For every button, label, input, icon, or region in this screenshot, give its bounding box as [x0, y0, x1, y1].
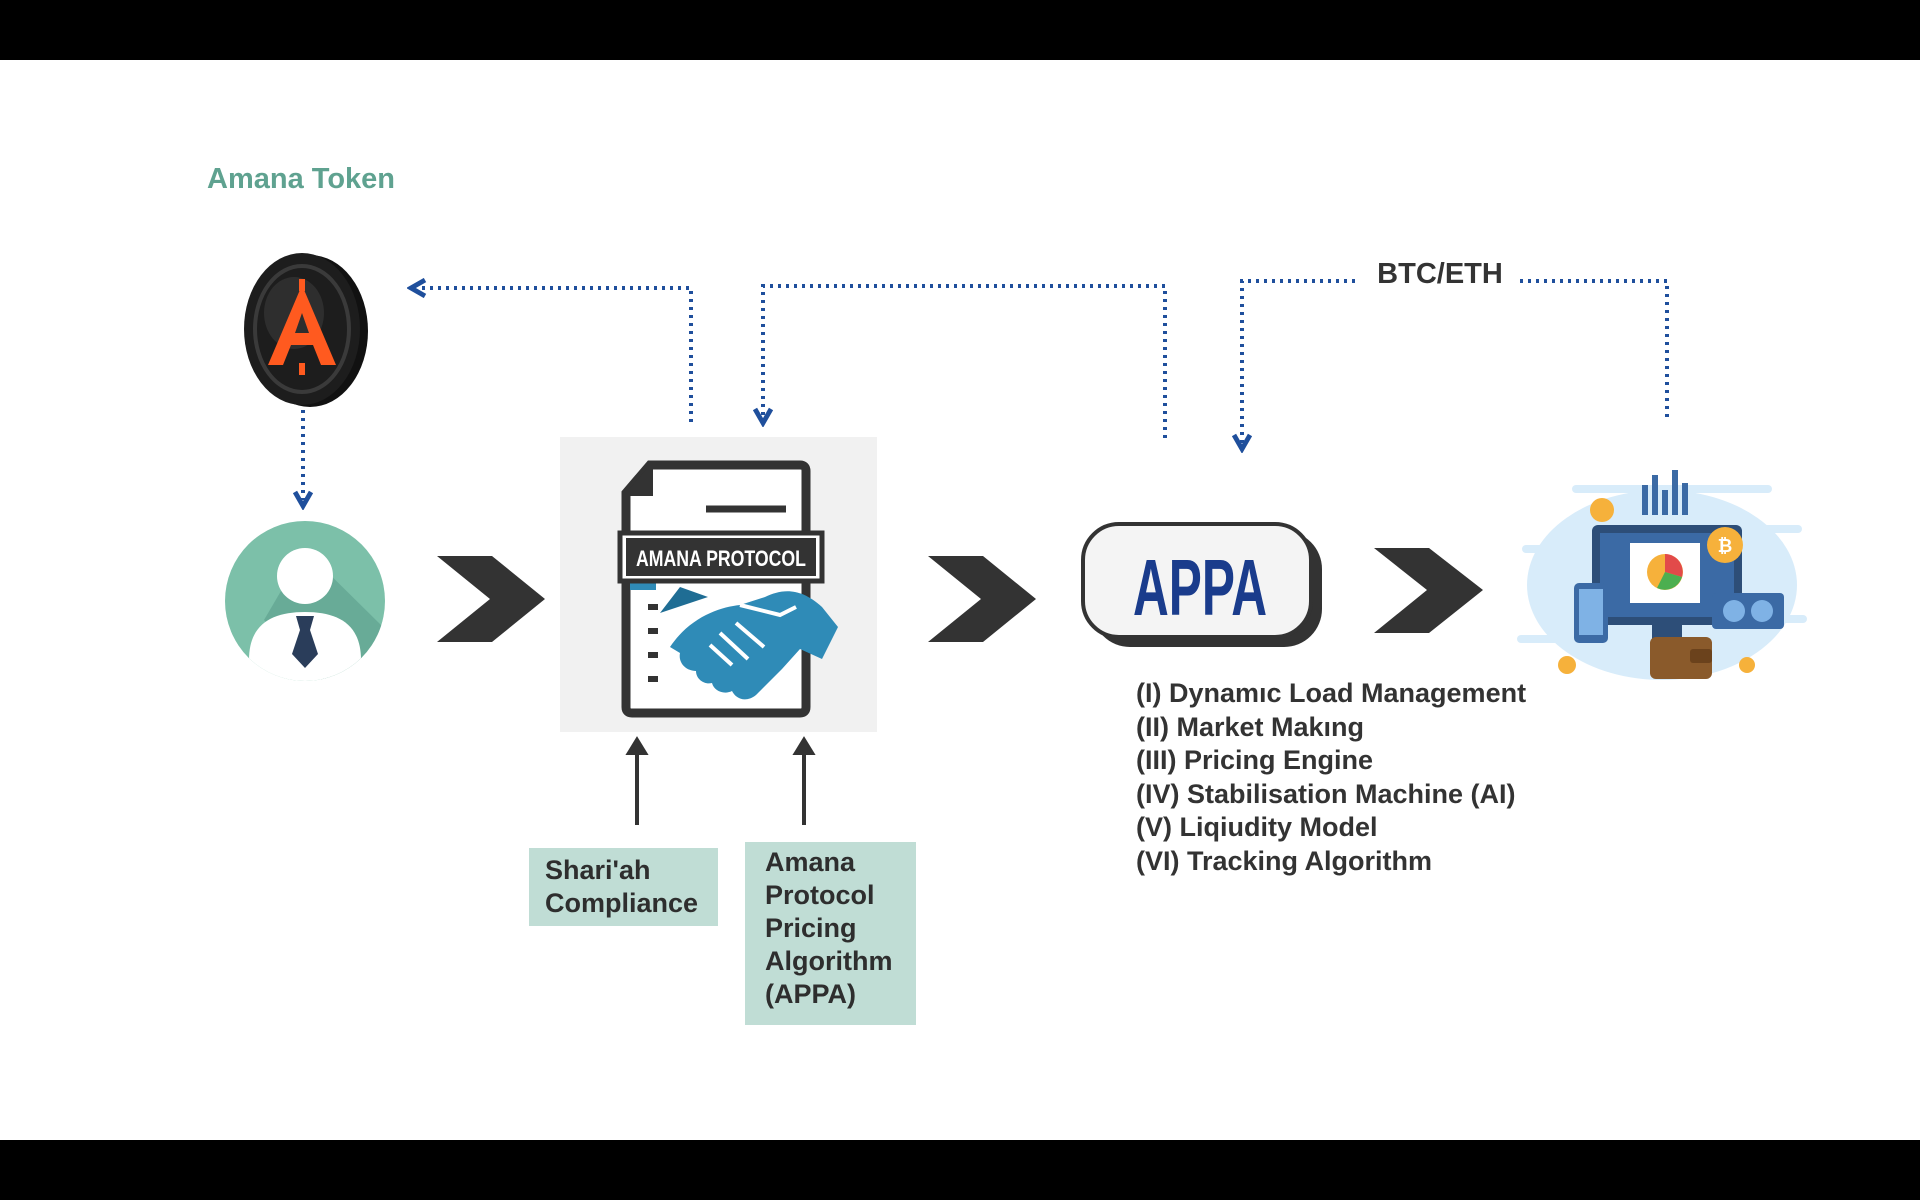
crypto-devices-icon: ₿ . — [1517, 470, 1807, 680]
token-coin-icon — [244, 253, 368, 407]
appa-line: Algorithm — [765, 946, 893, 976]
svg-text:₿: ₿ — [1718, 536, 1733, 556]
feature-item: (II) Market Makıng — [1136, 711, 1365, 742]
shariah-compliance-box: Shari'ah Compliance — [529, 848, 718, 926]
feature-item: (I) Dynamıc Load Management — [1136, 678, 1527, 708]
appa-feature-list: (I) Dynamıc Load Management (II) Market … — [1136, 677, 1526, 878]
connectors-layer — [0, 60, 1669, 825]
loop-arrow-protocol-to-token — [417, 288, 693, 422]
protocol-banner-text: AMANA PROTOCOL — [636, 546, 806, 571]
appa-line: (APPA) — [765, 979, 856, 1009]
flow-chevron-1 — [437, 556, 545, 642]
appa-line: Amana — [765, 847, 856, 877]
appa-line: Pricing — [765, 913, 857, 943]
loop-arrow-appa-to-protocol — [763, 284, 1167, 438]
feature-item: (IV) Stabilisation Machine (AI) — [1136, 778, 1516, 809]
feature-item: (III) Pricing Engine — [1136, 745, 1374, 775]
appa-line: Protocol — [765, 880, 875, 910]
feature-item: (VI) Tracking Algorithm — [1136, 845, 1433, 876]
diagram-canvas: Amana Token BTC/ETH — [0, 60, 1920, 1140]
amana-protocol-panel: AMANA PROTOCOL — [560, 437, 877, 732]
page-title: Amana Token — [207, 163, 396, 195]
appa-definition-box: Amana Protocol Pricing Algorithm (APPA) — [745, 842, 916, 1025]
shariah-line: Shari'ah — [545, 855, 651, 885]
appa-badge-text: APPA — [1133, 543, 1267, 632]
flow-chevron-3 — [1374, 548, 1483, 633]
loop-arrow-btc-eth — [1242, 279, 1669, 443]
appa-badge: APPA — [1080, 521, 1330, 653]
btc-eth-label: BTC/ETH — [1360, 258, 1520, 291]
handshake-document-icon: AMANA PROTOCOL — [617, 460, 838, 718]
shariah-line: Compliance — [545, 888, 699, 918]
feature-item: (V) Liqiudity Model — [1136, 812, 1378, 842]
flow-chevron-2 — [928, 556, 1036, 642]
user-avatar-icon — [225, 521, 385, 681]
